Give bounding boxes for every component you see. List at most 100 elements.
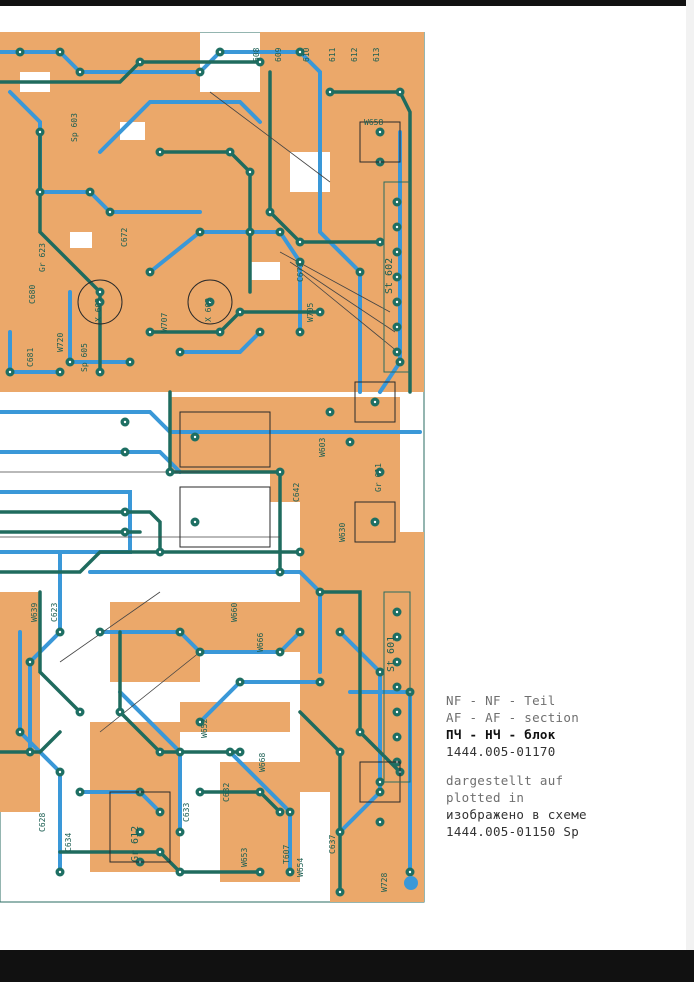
sp605-label: Sp 605 <box>80 343 89 372</box>
pad-hole <box>238 310 242 314</box>
pad-hole <box>178 870 182 874</box>
pad-hole <box>128 360 132 364</box>
pad-hole <box>198 230 202 234</box>
c634-label: C634 <box>64 832 73 852</box>
pad-hole <box>78 70 82 74</box>
sp603-label: Sp 603 <box>70 113 79 142</box>
pad-hole <box>298 630 302 634</box>
w668-label: W668 <box>258 752 267 772</box>
pad-hole <box>78 790 82 794</box>
pad-hole <box>395 735 399 739</box>
pad-hole <box>395 250 399 254</box>
green-traces <box>0 60 412 894</box>
c628-label: C628 <box>38 812 47 832</box>
pad-hole <box>123 420 127 424</box>
pad-hole <box>338 890 342 894</box>
caption-shown-ru: изображено в схеме <box>446 807 587 822</box>
board-caption: NF - NF - Teil AF - AF - section ПЧ - НЧ… <box>446 692 682 840</box>
pad-hole <box>298 550 302 554</box>
pad-hole <box>28 660 32 664</box>
pad-hole <box>198 650 202 654</box>
w654-label: W654 <box>296 857 305 877</box>
w660-label: W660 <box>230 602 239 622</box>
pad-hole <box>373 400 377 404</box>
caption-schematic-number: 1444.005-01150 Sp <box>446 824 580 839</box>
gr623-label: Gr 623 <box>38 243 47 272</box>
pad-hole <box>158 150 162 154</box>
pad-hole <box>298 50 302 54</box>
solder-pads <box>5 47 415 897</box>
c680-label: C680 <box>28 284 37 304</box>
pad-hole <box>395 350 399 354</box>
connector-label: 613 <box>372 47 381 62</box>
pad-hole <box>238 750 242 754</box>
pad-hole <box>398 90 402 94</box>
c623-label: C623 <box>50 602 59 622</box>
x602-label: X 602 <box>204 297 213 322</box>
caption-shown-de: dargestellt auf <box>446 773 564 788</box>
pad-hole <box>328 90 332 94</box>
pad-hole <box>98 630 102 634</box>
pad-hole <box>373 520 377 524</box>
w720-label: W720 <box>56 332 65 352</box>
pad-hole <box>278 650 282 654</box>
pad-hole <box>378 240 382 244</box>
pad-hole <box>395 610 399 614</box>
pad-hole <box>298 240 302 244</box>
pad-hole <box>58 630 62 634</box>
st602-label: St 602 <box>384 257 395 294</box>
pad-hole <box>98 300 102 304</box>
pad-hole <box>395 225 399 229</box>
gr612-label: Gr 612 <box>130 825 141 862</box>
scan-right-edge <box>686 0 694 982</box>
pad-hole <box>198 720 202 724</box>
pad-hole <box>395 325 399 329</box>
w705-label: W705 <box>306 302 315 322</box>
w666-label: W666 <box>256 632 265 652</box>
pad-hole <box>158 850 162 854</box>
w603-label: W603 <box>318 437 327 457</box>
pad-hole <box>378 130 382 134</box>
circuit-board-layout: 608 609 610 611 612 613 St 602 St 601 Gr… <box>0 32 430 904</box>
pad-hole <box>138 830 142 834</box>
pad-hole <box>328 410 332 414</box>
w652-label: W652 <box>200 718 209 738</box>
c633-label: C633 <box>182 802 191 822</box>
component-outlines <box>77 121 401 863</box>
pad-hole <box>278 230 282 234</box>
w639-label: W639 <box>30 602 39 622</box>
pad-hole <box>288 810 292 814</box>
pad-hole <box>258 60 262 64</box>
pad-hole <box>408 870 412 874</box>
x603-label: X 603 <box>94 297 103 322</box>
c642-label: C642 <box>292 482 301 502</box>
pad-hole <box>178 630 182 634</box>
pad-hole <box>248 230 252 234</box>
pad-hole <box>228 750 232 754</box>
caption-line-ru: ПЧ - НЧ - блок <box>446 727 556 742</box>
scan-bottom-border <box>0 950 694 982</box>
pad-hole <box>118 710 122 714</box>
pad-hole <box>378 780 382 784</box>
connector-label: 610 <box>302 47 311 62</box>
pad-hole <box>138 60 142 64</box>
pad-hole <box>395 685 399 689</box>
pad-hole <box>258 330 262 334</box>
c681-label: C681 <box>26 347 35 367</box>
pad-hole <box>278 470 282 474</box>
pad-hole <box>58 870 62 874</box>
gr611-label: Gr 611 <box>374 463 383 492</box>
c637-label: C637 <box>328 834 337 854</box>
pad-hole <box>248 170 252 174</box>
pad-hole <box>158 550 162 554</box>
caption-shown-en: plotted in <box>446 790 525 805</box>
pad-hole <box>228 150 232 154</box>
pad-hole <box>88 190 92 194</box>
pad-hole <box>98 290 102 294</box>
t607-label: T607 <box>282 844 291 864</box>
pad-hole <box>178 830 182 834</box>
pad-hole <box>208 300 212 304</box>
registration-dot <box>404 876 418 890</box>
connector-label: 612 <box>350 47 359 62</box>
c672-label: C672 <box>120 227 129 247</box>
